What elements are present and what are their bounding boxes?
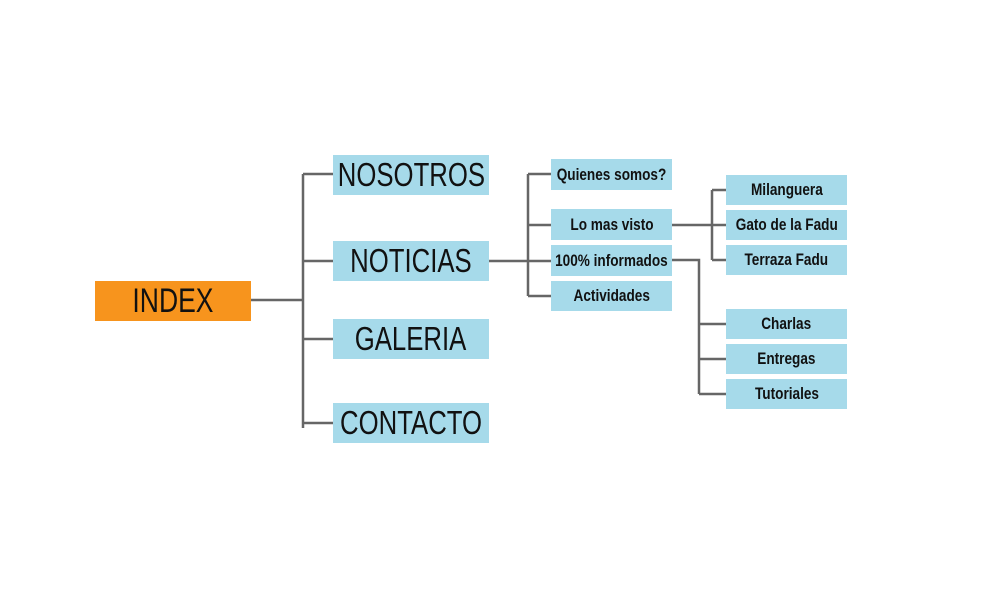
node-index: INDEX [95, 281, 251, 321]
node-tutoriales: Tutoriales [726, 379, 847, 409]
node-galeria: GALERIA [333, 319, 489, 359]
node-label: Terraza Fadu [744, 250, 829, 269]
node-charlas: Charlas [726, 309, 847, 339]
node-terraza-fadu: Terraza Fadu [726, 245, 847, 275]
node-noticias: NOTICIAS [333, 241, 489, 281]
node-label: Tutoriales [754, 384, 819, 403]
node-label: INDEX [132, 281, 214, 320]
node-quienes-somos: Quienes somos? [551, 159, 672, 190]
node-label: Gato de la Fadu [735, 215, 838, 234]
node-contacto: CONTACTO [333, 403, 489, 443]
node-label: Milanguera [750, 180, 823, 199]
node-actividades: Actividades [551, 281, 672, 311]
connector-informados [672, 258, 726, 396]
node-gato-de-la-fadu: Gato de la Fadu [726, 210, 847, 240]
node-label: Charlas [761, 314, 812, 333]
node-label: Lo mas visto [569, 214, 654, 234]
node-100-informados: 100% informados [551, 245, 672, 276]
connector-lo-mas-visto [672, 188, 726, 262]
node-label: Actividades [573, 286, 650, 305]
node-label: CONTACTO [339, 404, 483, 441]
node-milanguera: Milanguera [726, 175, 847, 205]
node-nosotros: NOSOTROS [333, 155, 489, 195]
connector-index [251, 172, 333, 428]
connector-noticias [489, 172, 551, 298]
node-label: 100% informados [555, 250, 668, 270]
node-entregas: Entregas [726, 344, 847, 374]
node-label: Quienes somos? [556, 164, 667, 184]
node-lo-mas-visto: Lo mas visto [551, 209, 672, 240]
node-label: NOTICIAS [350, 242, 472, 279]
node-label: NOSOTROS [337, 156, 485, 193]
node-label: GALERIA [355, 320, 467, 357]
node-label: Entregas [757, 349, 816, 368]
